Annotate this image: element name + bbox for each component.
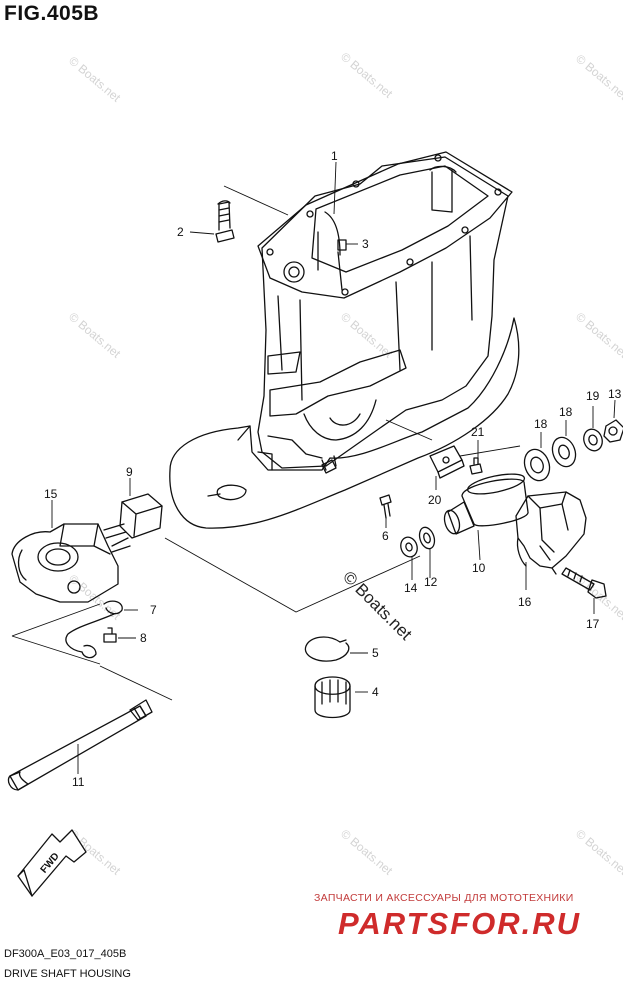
watermark-text-prominent: © Boats.net <box>339 567 416 644</box>
callout-3: 3 <box>362 237 369 251</box>
callout-18: 18 <box>534 417 548 431</box>
callout-8: 8 <box>140 631 147 645</box>
watermark-text: © Boats.net <box>573 310 623 362</box>
bushing-part-10 <box>443 473 529 535</box>
washer-part-18 <box>523 448 551 482</box>
nut-part-4 <box>314 676 351 719</box>
bolt-part-2 <box>215 200 235 243</box>
washer-part-14 <box>400 536 418 558</box>
advert-logo: PARTSFOR.RU <box>338 906 582 941</box>
drive-shaft-housing-part <box>169 151 520 529</box>
callout-21: 21 <box>471 425 485 439</box>
diagram-caption: DRIVE SHAFT HOUSING <box>4 968 131 980</box>
callout-11: 11 <box>72 775 85 789</box>
plate-part-20 <box>429 445 465 479</box>
callout-7: 7 <box>150 603 157 617</box>
clamp-bracket-part-16 <box>515 491 587 575</box>
figure-title: FIG.405B <box>4 2 100 25</box>
lower-mount-block-part-15 <box>11 523 119 603</box>
callout-labels: 1 2 3 4 5 6 7 8 9 10 11 12 13 14 15 16 1… <box>44 149 622 789</box>
callout-19: 19 <box>586 389 600 403</box>
rubber-mount-part-9 <box>103 493 163 553</box>
washer-part-19 <box>583 428 603 452</box>
screw-part-21 <box>469 457 483 475</box>
drawing-code: DF300A_E03_017_405B <box>4 948 127 960</box>
callout-20: 20 <box>428 493 442 507</box>
washer-part-18-second <box>551 436 577 468</box>
callout-13: 13 <box>608 387 622 401</box>
watermark-text: © Boats.net <box>573 52 623 104</box>
watermark-text: © Boats.net <box>338 827 396 879</box>
fwd-arrow-icon <box>17 829 87 897</box>
ground-wire-part-7-8 <box>65 600 123 659</box>
watermark-text: © Boats.net <box>66 54 124 106</box>
washer-part-12 <box>418 526 436 550</box>
callout-14: 14 <box>404 581 418 595</box>
screw-part-6 <box>379 494 392 519</box>
callout-9: 9 <box>126 465 133 479</box>
bolt-part-17 <box>561 567 607 599</box>
watermark-text: © Boats.net <box>338 50 396 102</box>
leader-lines <box>11 161 616 774</box>
stud-bolt-part-11 <box>7 699 153 791</box>
watermark-text: © Boats.net <box>573 827 623 879</box>
callout-15: 15 <box>44 487 58 501</box>
callout-12: 12 <box>424 575 438 589</box>
callout-1: 1 <box>331 149 338 163</box>
callout-10: 10 <box>472 561 486 575</box>
callout-16: 16 <box>518 595 532 609</box>
watermark-group: © Boats.net © Boats.net © Boats.net © Bo… <box>66 50 623 879</box>
nut-part-13 <box>603 419 623 443</box>
callout-18: 18 <box>559 405 573 419</box>
circlip-part-5 <box>304 636 350 662</box>
callout-4: 4 <box>372 685 379 699</box>
callout-2: 2 <box>177 225 184 239</box>
callout-17: 17 <box>586 617 600 631</box>
callout-6: 6 <box>382 529 389 543</box>
callout-5: 5 <box>372 646 379 660</box>
advert-tagline: ЗАПЧАСТИ И АКСЕССУАРЫ ДЛЯ МОТОТЕХНИКИ <box>314 892 574 904</box>
watermark-text: © Boats.net <box>66 310 124 362</box>
dowel-pin-part-3 <box>337 239 347 251</box>
